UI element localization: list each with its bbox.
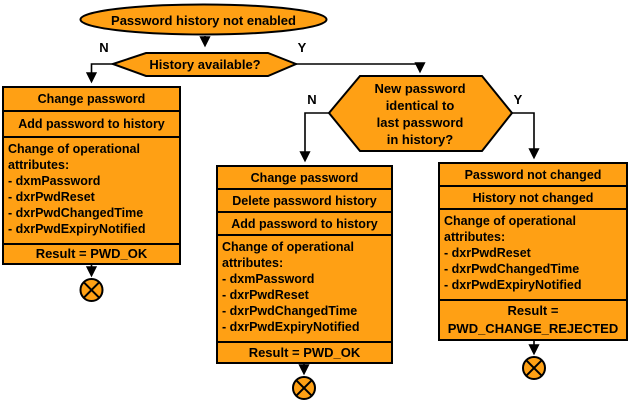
connector-decision2-yes xyxy=(511,112,540,160)
connector-decision1-no xyxy=(85,63,114,84)
attribute-item: - dxrPwdChangedTime xyxy=(8,206,144,220)
decision2-label-line: New password xyxy=(374,81,466,96)
attributes-header: Change of operational attributes: xyxy=(8,142,140,172)
decision-history-available-label: History available? xyxy=(149,56,261,72)
result-line: Result = xyxy=(507,303,559,318)
process-step: Password not changed xyxy=(440,164,626,187)
attribute-item: - dxrPwdChangedTime xyxy=(222,304,358,318)
attribute-item: - dxrPwdExpiryNotified xyxy=(444,278,582,292)
end-terminator-right-icon xyxy=(522,356,546,380)
process-box-change-password-no-history: Change password Add password to history … xyxy=(2,86,181,265)
decision2-label-line: identical to xyxy=(385,98,455,113)
end-terminator-left-icon xyxy=(79,278,104,302)
connector-decision2-no xyxy=(299,112,330,163)
decision1-yes-branch-label: Y xyxy=(297,39,307,55)
process-step: Delete password history xyxy=(218,190,391,213)
operational-attributes-block: Change of operational attributes: - dxmP… xyxy=(4,138,179,245)
decision1-no-branch-label: N xyxy=(99,39,109,55)
operational-attributes-block: Change of operational attributes: - dxmP… xyxy=(218,236,391,343)
process-step: History not changed xyxy=(440,187,626,210)
process-box-password-rejected: Password not changed History not changed… xyxy=(438,162,628,341)
decision-new-password-identical-label: New password identical to last password … xyxy=(345,80,495,148)
process-step: Add password to history xyxy=(218,213,391,236)
end-terminator-middle-icon xyxy=(292,376,316,400)
start-terminator-label: Password history not enabled xyxy=(111,12,296,28)
attributes-header: Change of operational attributes: xyxy=(222,240,354,270)
decision2-label-line: last password xyxy=(376,115,464,130)
decision-history-available-shape xyxy=(109,52,299,77)
attribute-item: - dxrPwdExpiryNotified xyxy=(222,320,360,334)
start-terminator-shape xyxy=(79,3,328,36)
process-step: Change password xyxy=(218,167,391,190)
attributes-header: Change of operational attributes: xyxy=(444,214,576,244)
operational-attributes-block: Change of operational attributes: - dxrP… xyxy=(440,210,626,301)
decision-new-password-identical-shape xyxy=(327,75,514,152)
attribute-item: - dxrPwdReset xyxy=(444,246,531,260)
attribute-item: - dxrPwdExpiryNotified xyxy=(8,222,146,236)
attribute-item: - dxrPwdReset xyxy=(8,190,95,204)
result-row: Result = PWD_OK xyxy=(35,246,148,261)
result-row: Result = PWD_OK xyxy=(248,344,361,360)
process-box-change-password-with-history: Change password Delete password history … xyxy=(216,165,393,364)
process-step: Change password xyxy=(4,88,179,112)
process-step: Add password to history xyxy=(4,112,179,138)
decision2-no-branch-label: N xyxy=(307,91,317,107)
result-line: PWD_CHANGE_REJECTED xyxy=(447,321,619,336)
result-row: Result = PWD_CHANGE_REJECTED xyxy=(440,301,626,339)
attribute-item: - dxmPassword xyxy=(8,174,101,188)
attribute-item: - dxrPwdChangedTime xyxy=(444,262,580,276)
decision2-label-line: in history? xyxy=(386,132,454,147)
attribute-item: - dxmPassword xyxy=(222,272,315,286)
decision2-yes-branch-label: Y xyxy=(513,91,523,107)
attribute-item: - dxrPwdReset xyxy=(222,288,309,302)
connector-decision1-yes xyxy=(295,62,426,74)
